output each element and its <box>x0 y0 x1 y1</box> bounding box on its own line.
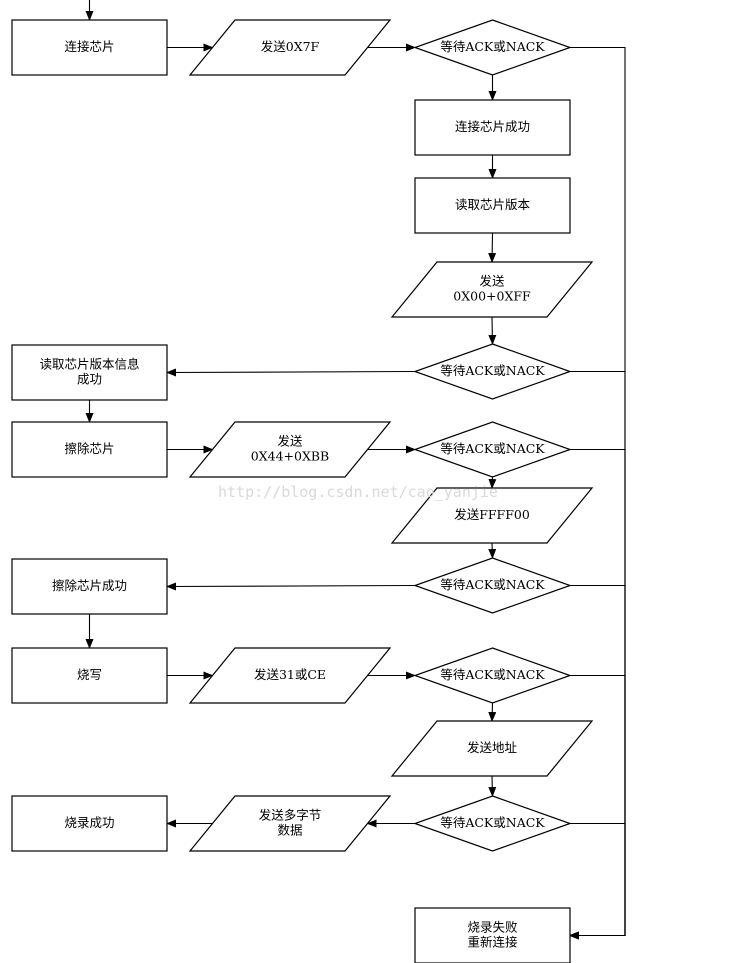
node-burn-ok: 烧录成功 <box>11 795 168 852</box>
process-shape <box>414 99 571 156</box>
node-label: 发送31或CE <box>254 667 326 682</box>
decision-shape <box>413 343 572 400</box>
node-label: 发送 <box>479 274 505 289</box>
node-label: 烧写 <box>77 667 102 682</box>
node-wait-2: 等待ACK或NACK <box>413 343 572 400</box>
decision-shape <box>413 795 572 852</box>
node-label: 等待ACK或NACK <box>440 363 545 378</box>
node-label: 发送 <box>277 434 303 449</box>
node-label: 重新连接 <box>467 935 518 950</box>
node-label: 烧录失败 <box>467 920 518 935</box>
node-label: 等待ACK或NACK <box>440 667 545 682</box>
decision-shape <box>413 421 572 478</box>
edge-wait-4-to-erase-ok <box>166 582 416 591</box>
node-label: 等待ACK或NACK <box>440 39 545 54</box>
process-shape <box>414 177 571 234</box>
process-shape <box>11 647 168 704</box>
io-shape <box>390 720 594 777</box>
node-label: 发送0X7F <box>261 39 320 54</box>
edge-read-version-to-send-00ff <box>488 232 497 263</box>
node-label: 发送地址 <box>467 740 518 755</box>
node-label: 发送FFFF00 <box>454 507 530 522</box>
node-wait-4: 等待ACK或NACK <box>413 557 572 614</box>
node-send-addr: 发送地址 <box>390 720 594 777</box>
process-shape <box>11 344 168 401</box>
node-label: 0X00+0XFF <box>453 289 531 304</box>
process-shape <box>11 795 168 852</box>
edge-wait-5-to-send-addr <box>488 702 497 722</box>
node-label: 等待ACK或NACK <box>440 577 545 592</box>
node-label: 等待ACK或NACK <box>440 441 545 456</box>
node-label: 连接芯片成功 <box>455 119 530 134</box>
io-shape <box>188 421 392 478</box>
node-wait-6: 等待ACK或NACK <box>413 795 572 852</box>
edge-wait-3-to-burn-fail <box>569 448 626 940</box>
io-shape <box>188 19 392 76</box>
edge-send-ffff00-to-wait-4 <box>488 542 497 559</box>
edge-wait-6-to-burn-fail <box>569 822 626 940</box>
node-connect-chip: 连接芯片 <box>11 19 168 76</box>
node-label: 等待ACK或NACK <box>440 815 545 830</box>
edge-wait-5-to-burn-fail <box>569 674 626 940</box>
node-wait-3: 等待ACK或NACK <box>413 421 572 478</box>
edge-send-00ff-to-wait-2 <box>488 316 497 345</box>
node-label: 数据 <box>277 823 302 838</box>
io-shape <box>188 795 392 852</box>
process-shape <box>414 907 571 963</box>
node-label: 读取芯片版本信息 <box>39 357 139 372</box>
decision-shape <box>413 647 572 704</box>
process-shape <box>11 558 168 615</box>
node-label: 连接芯片 <box>64 39 114 54</box>
node-erase-ok: 擦除芯片成功 <box>11 558 168 615</box>
edge-wait-3-to-send-ffff00 <box>488 476 497 489</box>
node-wait-5: 等待ACK或NACK <box>413 647 572 704</box>
node-label: 擦除芯片 <box>64 441 114 456</box>
edge-wait-2-to-burn-fail <box>569 370 626 940</box>
process-shape <box>11 19 168 76</box>
node-send-31ce: 发送31或CE <box>188 647 392 704</box>
node-erase-chip: 擦除芯片 <box>11 421 168 478</box>
node-label: 成功 <box>77 372 102 387</box>
node-label: 发送多字节 <box>259 808 322 823</box>
node-label: 擦除芯片成功 <box>52 578 127 593</box>
decision-shape <box>413 19 572 76</box>
node-connect-ok: 连接芯片成功 <box>414 99 571 156</box>
io-shape <box>390 487 594 544</box>
decision-shape <box>413 557 572 614</box>
node-label: 烧录成功 <box>64 815 114 830</box>
node-label: 0X44+0XBB <box>251 449 329 464</box>
node-wait-1: 等待ACK或NACK <box>413 19 572 76</box>
node-send-7f: 发送0X7F <box>188 19 392 76</box>
node-send-ffff00: 发送FFFF00 <box>390 487 594 544</box>
edge-wait-4-to-burn-fail <box>569 584 626 940</box>
io-shape <box>188 647 392 704</box>
edge-send-addr-to-wait-6 <box>488 775 497 797</box>
node-read-version: 读取芯片版本 <box>414 177 571 234</box>
watermark-text: http://blog.csdn.net/cao_yanjie <box>218 483 498 501</box>
process-shape <box>11 421 168 478</box>
edge-wait-2-to-read-version-ok <box>166 368 416 377</box>
node-label: 读取芯片版本 <box>455 197 531 212</box>
io-shape <box>390 261 594 318</box>
node-burn: 烧写 <box>11 647 168 704</box>
